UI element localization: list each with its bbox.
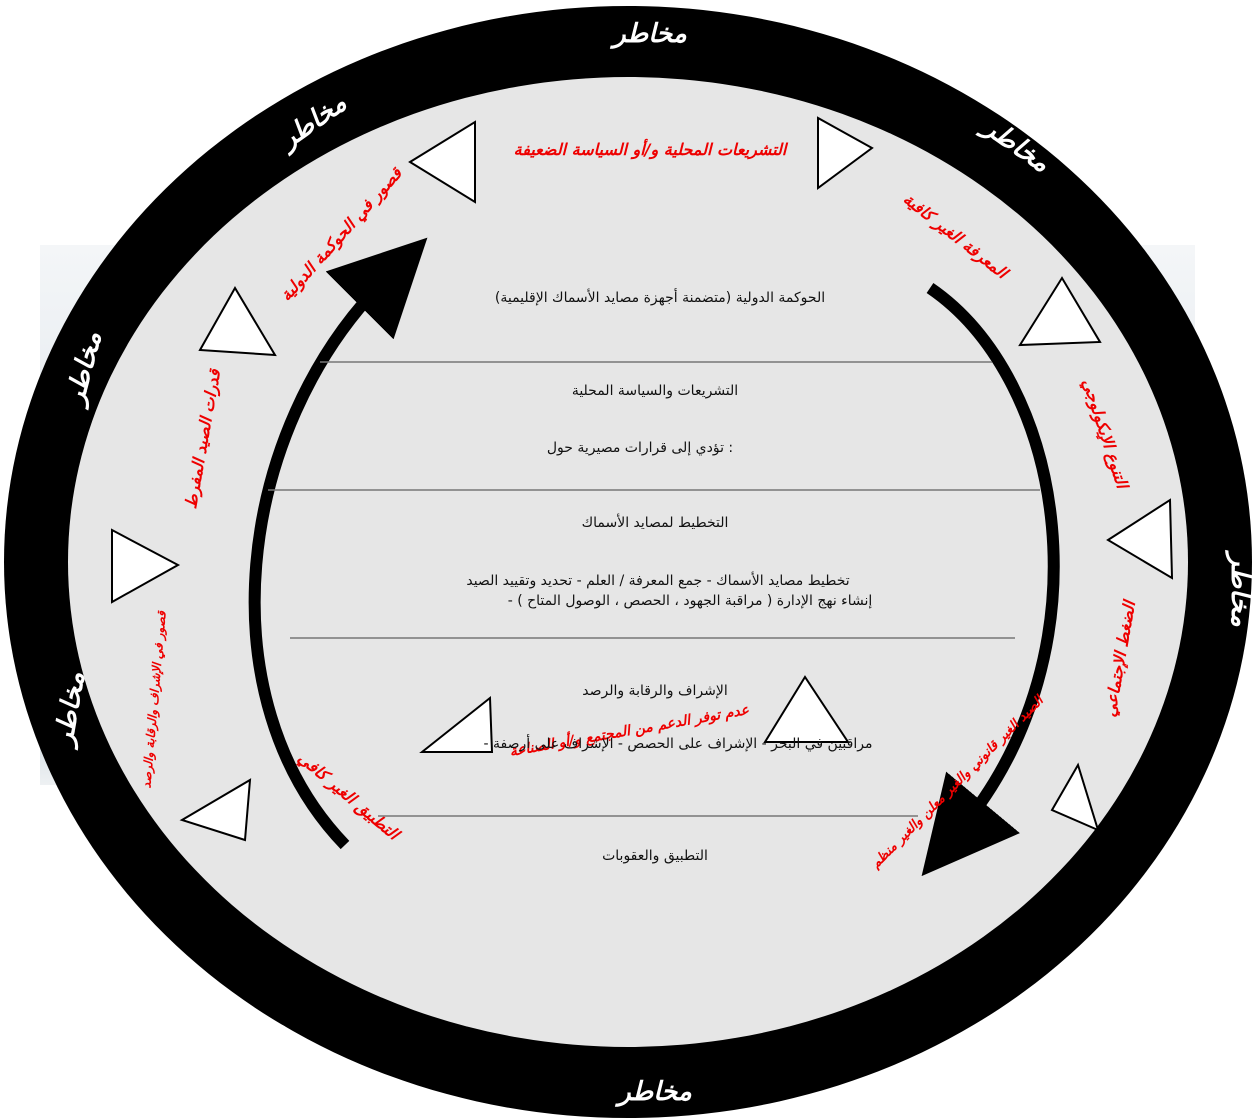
- mcs-line: - مراقبين في البحر - الإشراف على الحصص -…: [484, 734, 873, 752]
- triangle-marker: [408, 120, 476, 204]
- enforcement-title: التطبيق والعقوبات: [602, 848, 708, 864]
- mcs-title: الإشراف والرقابة والرصد: [582, 683, 728, 699]
- threat-label-weak-legislation: التشريعات المحلية و/أو السياسة الضعيفة: [514, 138, 789, 160]
- triangle-marker: [763, 675, 850, 743]
- triangle-marker: [817, 116, 874, 190]
- ring-risk-label: مخاطر: [614, 1077, 692, 1107]
- triangle-marker: [198, 286, 277, 357]
- fisheries-planning-line1: تخطيط مصايد الأسماك - جمع المعرفة / العل…: [466, 571, 849, 589]
- triangle-marker: [1106, 498, 1174, 580]
- ring-risk-label: مخاطر: [1225, 549, 1255, 627]
- decisions-subtitle: تؤدي إلى قرارات مصيرية حول :: [547, 440, 733, 456]
- cycle-arrows: [248, 237, 1060, 877]
- triangle-marker: [419, 695, 494, 753]
- triangle-marker: [179, 778, 252, 842]
- triangle-marker: [111, 528, 181, 604]
- fisheries-planning-title: التخطيط لمصايد الأسماك: [582, 513, 729, 531]
- left-cycle-arrow: [248, 237, 428, 850]
- fisheries-planning-line2: - إنشاء نهج الإدارة ( مراقبة الجهود ، ال…: [508, 593, 873, 609]
- triangle-markers: [111, 116, 1174, 842]
- triangle-marker: [1018, 276, 1102, 347]
- international-governance-title: الحوكمة الدولية (متضمنة أجهزة مصايد الأس…: [495, 288, 825, 306]
- triangle-marker: [1050, 762, 1100, 832]
- ring-risk-label: مخاطر: [609, 19, 687, 49]
- domestic-legislation-title: التشريعات والسياسة المحلية: [572, 383, 738, 399]
- right-cycle-arrow: [921, 283, 1060, 877]
- center-content: الحوكمة الدولية (متضمنة أجهزة مصايد الأس…: [268, 288, 1040, 864]
- inner-disc: [68, 77, 1188, 1047]
